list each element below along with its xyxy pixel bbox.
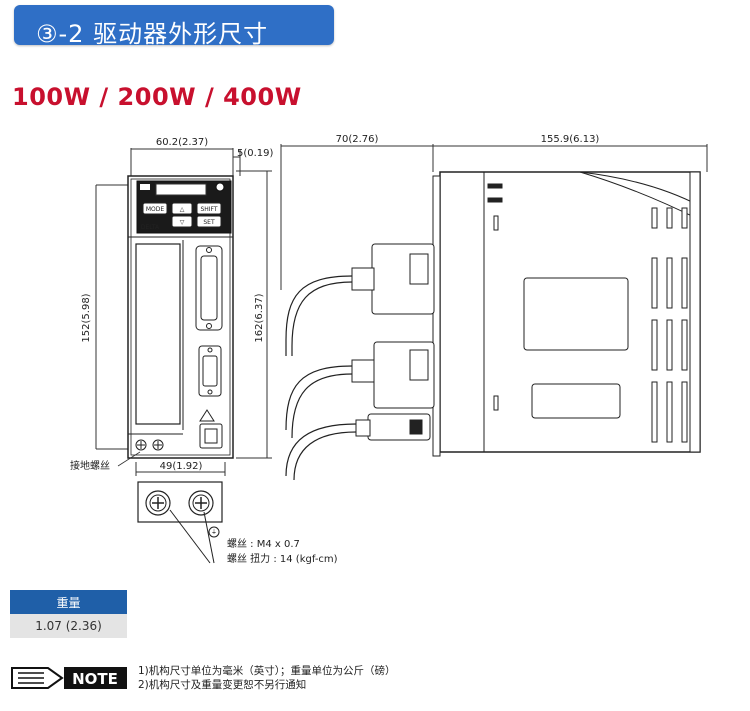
note-block: NOTE 1)机构尺寸单位为毫米（英寸）；重量单位为公斤（磅） 2)机构尺寸及重… xyxy=(10,660,710,696)
note-badge-label: NOTE xyxy=(72,670,118,688)
dim-mount-width: 49(1.92) xyxy=(160,461,203,472)
weight-value: 1.07 (2.36) xyxy=(10,614,127,638)
ground-screw-label: 接地螺丝 xyxy=(70,459,110,472)
dim-side-depth: 155.9(6.13) xyxy=(541,134,600,145)
dim-right-offset: 5(0.19) xyxy=(237,148,274,159)
screw-spec-label: 螺丝 : M4 x 0.7 xyxy=(227,538,300,550)
drive-side-view xyxy=(285,171,701,481)
dimension-drawing: MODE △ SHIFT ▽ SET DELTA xyxy=(70,134,708,565)
weight-header: 重量 xyxy=(10,590,127,614)
dim-cable-depth: 70(2.76) xyxy=(336,134,379,145)
model-title: 100W / 200W / 400W xyxy=(12,83,302,111)
set-key-label: SET xyxy=(203,219,215,226)
ground-screw-detail: ⏚ xyxy=(137,481,223,564)
down-key-label: ▽ xyxy=(180,219,185,226)
note-text: 1)机构尺寸单位为毫米（英寸）；重量单位为公斤（磅） 2)机构尺寸及重量变更恕不… xyxy=(138,664,396,692)
section-header: ③-2 驱动器外形尺寸 xyxy=(14,5,334,48)
shift-key-label: SHIFT xyxy=(200,206,217,213)
dim-height-total: 162(6.37) xyxy=(254,293,265,342)
dim-height-inner: 152(5.98) xyxy=(81,293,92,342)
note-line-1: 1)机构尺寸单位为毫米（英寸）；重量单位为公斤（磅） xyxy=(138,665,396,677)
drive-front-view: MODE △ SHIFT ▽ SET DELTA xyxy=(127,175,234,459)
dim-front-width: 60.2(2.37) xyxy=(156,137,208,148)
section-title: ③-2 驱动器外形尺寸 xyxy=(36,20,269,48)
brand-label: DELTA xyxy=(141,224,160,231)
up-key-label: △ xyxy=(180,206,185,213)
note-line-2: 2)机构尺寸及重量变更恕不另行通知 xyxy=(138,679,307,691)
ground-symbol-icon: ⏚ xyxy=(211,529,217,536)
note-badge: NOTE xyxy=(11,667,127,689)
weight-table: 重量 1.07 (2.36) xyxy=(10,590,127,638)
mode-key-label: MODE xyxy=(146,206,165,213)
screw-torque-label: 螺丝 扭力 : 14 (kgf-cm) xyxy=(227,552,338,565)
pencil-icon xyxy=(11,667,64,689)
